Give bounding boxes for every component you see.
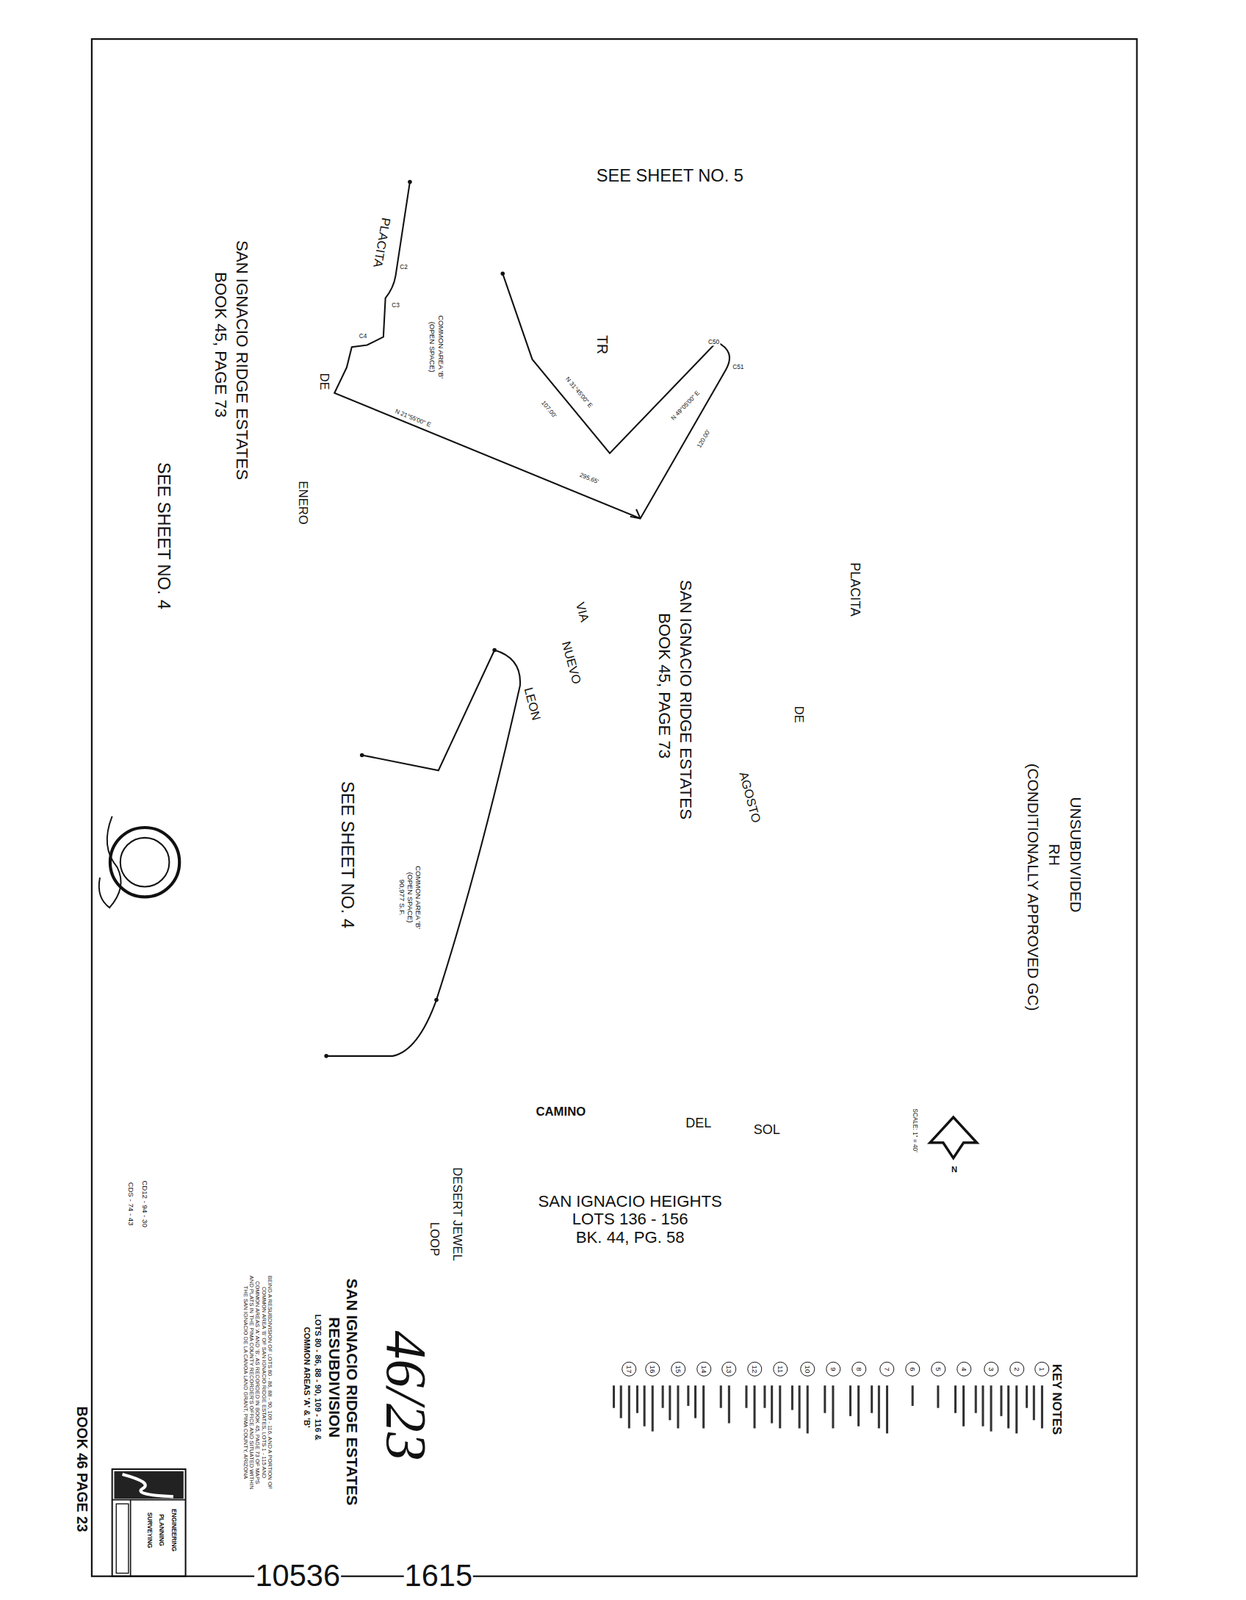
key-note-text: [614, 1384, 1043, 1433]
area-label: COMMON AREA 'B': [414, 864, 423, 930]
street-name: DEL: [684, 1116, 712, 1132]
book-page-ref: BOOK 45, PAGE 73: [211, 271, 230, 419]
plat-subtitle: COMMON AREAS 'A' & 'B': [302, 1325, 312, 1428]
distance-label: 120.00': [694, 427, 712, 450]
callout-number: 4: [955, 1360, 971, 1376]
parcel-boundary: [334, 181, 730, 518]
legal-description: BEING A RESUBDIVISION OF LOTS 80 - 86, 8…: [241, 1273, 273, 1490]
callout-number: 6: [905, 1360, 920, 1376]
street-name: DE: [317, 371, 331, 391]
title-block: [112, 1468, 186, 1576]
sheet-ref: SEE SHEET NO. 4: [337, 780, 357, 929]
street-name: CAMINO: [534, 1104, 587, 1119]
key-notes-heading: KEY NOTES: [1049, 1362, 1064, 1435]
street-name: LOOP: [427, 1221, 441, 1257]
firm-service: SURVEYING: [145, 1510, 153, 1548]
bearing-label: N 49°05'00" E: [669, 389, 702, 423]
street-name: AGOSTO: [736, 769, 764, 826]
curve-label: C4: [358, 332, 369, 340]
firm-service: PLANNING: [157, 1512, 165, 1546]
street-name: NUEVO: [558, 639, 584, 687]
callout-number: 10: [800, 1360, 815, 1376]
parcel-boundary: [362, 649, 495, 770]
case-number: CD12 - 94 - 30: [141, 1179, 150, 1228]
firm-logo: [113, 1470, 183, 1498]
callout-number: 16: [645, 1360, 660, 1376]
book-page-ref: BK. 44, PG. 58: [575, 1227, 686, 1246]
firm-service: ENGINEERING: [169, 1507, 177, 1552]
curve-label: C3: [390, 302, 401, 310]
street-name: PLACITA: [370, 215, 393, 269]
recording-number: 10536: [254, 1558, 341, 1593]
callout-number: 1: [1034, 1360, 1050, 1376]
book-page-ref: BOOK 45, PAGE 73: [654, 611, 673, 759]
callout-number: 5: [930, 1360, 946, 1376]
sheet-ref: SEE SHEET NO. 4: [153, 461, 173, 610]
callout-number: 17: [621, 1360, 637, 1376]
north-letter: N: [950, 1163, 959, 1173]
firm-logo: [122, 1473, 174, 1497]
parcel-boundary: [326, 649, 521, 1055]
callout-number: 13: [721, 1360, 737, 1376]
street-name: VIA: [573, 599, 592, 624]
area-label: (OPEN SPACE): [428, 321, 437, 374]
callout-number: 12: [747, 1360, 762, 1376]
curve-label: C50: [707, 339, 720, 347]
arrow-head: [630, 509, 641, 518]
callout-number: 11: [772, 1360, 788, 1376]
plat-title: SAN IGNACIO RIDGE ESTATES: [343, 1277, 360, 1507]
firm-address: [116, 1503, 129, 1573]
callout-number: 14: [695, 1360, 711, 1376]
scale-note: SCALE: 1" = 40': [910, 1107, 918, 1153]
street-name: DESERT JEWEL: [450, 1165, 464, 1261]
callout-number: 7: [879, 1360, 895, 1376]
area-label: COMMON AREA 'B': [436, 314, 445, 380]
street-name: LEON: [520, 684, 543, 723]
north-arrow: [930, 1116, 978, 1158]
callout-number: 3: [983, 1360, 999, 1376]
curve-label: C51: [731, 363, 745, 371]
zoning-label: RH: [1046, 842, 1064, 867]
case-number: CDS - 74 - 43: [126, 1180, 135, 1226]
recording-number: 1615: [404, 1558, 474, 1593]
zoning-label: UNSUBDIVIDED: [1067, 795, 1085, 913]
subdivision-name: SAN IGNACIO RIDGE ESTATES: [675, 578, 694, 820]
tract-label: TR: [593, 334, 610, 355]
recording-handwriting: 46/23: [374, 1329, 438, 1461]
street-name: PLACITA: [847, 561, 862, 618]
subdivision-name: SAN IGNACIO RIDGE ESTATES: [232, 239, 251, 481]
plat-title: RESUBDIVISION: [326, 1315, 344, 1438]
boundary-ticks: [323, 179, 505, 1058]
registration-seal: [120, 837, 170, 887]
bearing-label: N 31°45'00" E: [564, 375, 595, 410]
title-block-rule: [112, 1498, 186, 1501]
callout-number: 15: [670, 1360, 686, 1376]
street-name: ENERO: [296, 480, 310, 526]
callout-number: 8: [850, 1360, 866, 1376]
subdivision-name: SAN IGNACIO HEIGHTS: [537, 1192, 723, 1211]
distance-label: 295.65': [578, 470, 601, 485]
book-page-ref: BOOK 46 PAGE 23: [73, 1404, 89, 1532]
distance-label: 107.00': [539, 398, 559, 420]
signature: [99, 816, 122, 909]
callout-number: 2: [1008, 1360, 1024, 1376]
zoning-label: (CONDITIONALLY APPROVED GC): [1024, 762, 1042, 1012]
callout-number: 9: [825, 1360, 841, 1376]
area-label: 90,977 S.F.: [397, 878, 406, 917]
street-name: SOL: [753, 1122, 781, 1138]
sheet-border: [91, 38, 1138, 1576]
street-name: DE: [791, 704, 806, 723]
curve-label: C2: [398, 263, 409, 271]
area-label: (OPEN SPACE): [406, 871, 415, 924]
bearing-label: N 21°55'00" E: [393, 407, 433, 430]
title-block-rule: [130, 1499, 132, 1576]
lot-range: LOTS 136 - 156: [571, 1209, 690, 1227]
plat-subtitle: LOTS 80 - 86, 88 - 90, 109 - 116 &: [313, 1312, 323, 1440]
sheet-ref: SEE SHEET NO. 5: [595, 166, 745, 186]
